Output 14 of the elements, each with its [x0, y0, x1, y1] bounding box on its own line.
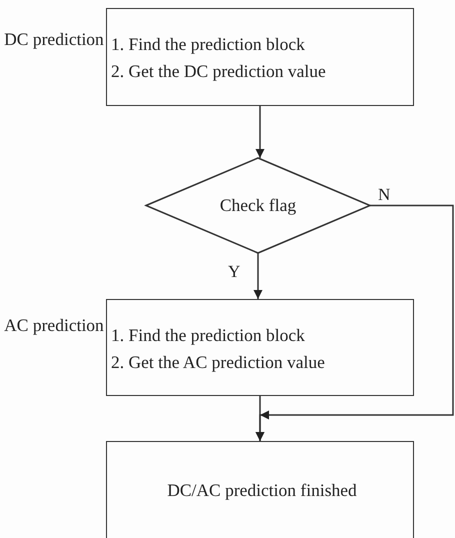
side-caption: AC prediction [4, 314, 104, 337]
process-box [106, 441, 414, 538]
arrow [256, 204, 454, 441]
node-text: 2. Get the DC prediction value [111, 60, 326, 83]
arrow [254, 253, 262, 299]
node-text: 1. Find the prediction block [111, 33, 305, 56]
side-caption: DC prediction [4, 28, 104, 51]
process-box [106, 299, 414, 396]
node-text: DC/AC prediction finished [167, 478, 357, 502]
node-text: 1. Find the prediction block [111, 324, 305, 347]
process-box [106, 8, 414, 106]
arrow [256, 106, 264, 158]
node-text: Check flag [220, 194, 296, 217]
node-text: 2. Get the AC prediction value [111, 351, 325, 374]
